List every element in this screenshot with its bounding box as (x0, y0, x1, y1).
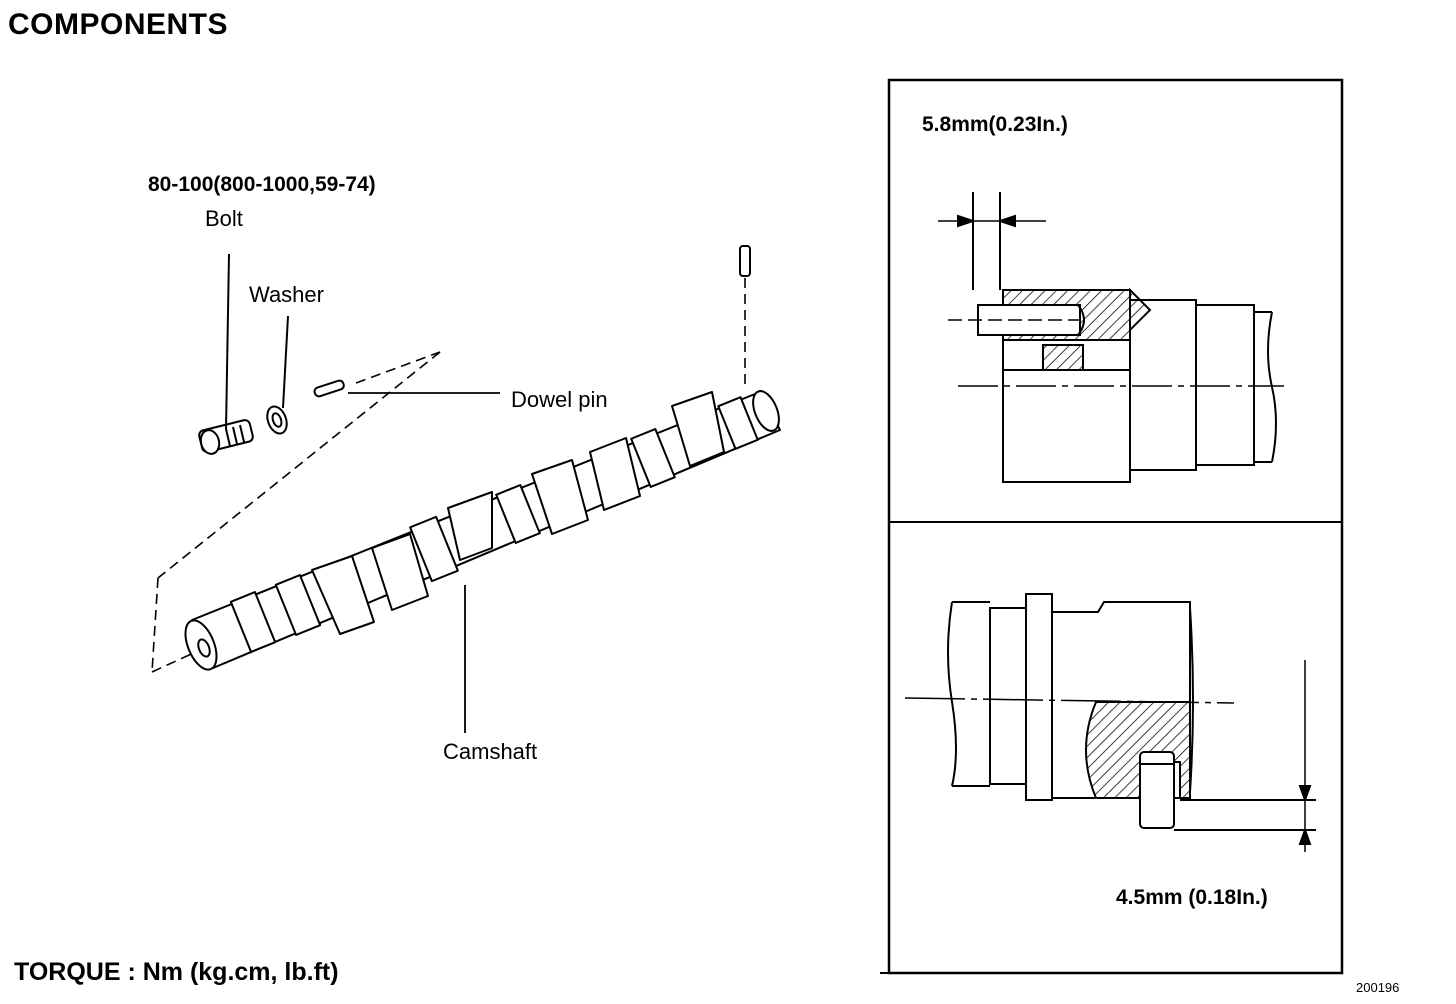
assembly-guide-lines (151, 278, 746, 673)
washer-leader-line (282, 315, 289, 409)
bolt-torque-spec: 80-100(800-1000,59-74) (148, 173, 376, 196)
camshaft-label: Camshaft (443, 739, 538, 764)
page-title: COMPONENTS (8, 8, 229, 41)
bolt-label: Bolt (205, 206, 243, 231)
torque-unit-note: TORQUE : Nm (kg.cm, lb.ft) (14, 958, 339, 986)
detail-frame (880, 78, 1344, 975)
dowel-pin-icon (313, 379, 345, 398)
washer-label: Washer (249, 282, 324, 307)
bottom-detail-drawing (904, 593, 1316, 852)
dowel-protrusion-dimension: 5.8mm(0.23In.) (922, 113, 1068, 136)
top-detail-drawing (938, 192, 1284, 483)
bolt-leader-line (225, 253, 230, 431)
camshaft-icon (184, 390, 781, 671)
rear-dowel-pin-icon (739, 245, 751, 277)
bolt-icon (198, 419, 254, 455)
dowel-pin-label: Dowel pin (511, 387, 608, 412)
washer-icon (266, 405, 288, 435)
dowel-depth-dimension: 4.5mm (0.18In.) (1116, 886, 1268, 909)
figure-id: 200196 (1356, 980, 1400, 995)
